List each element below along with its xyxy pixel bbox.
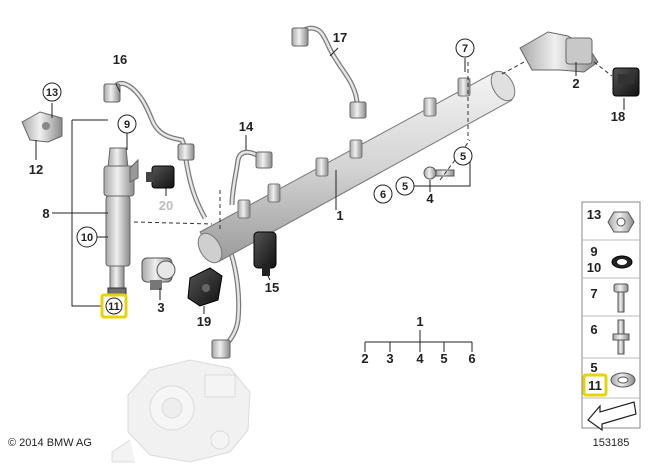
image-number: 153185 [593,437,630,449]
callout-14: 14 [239,119,254,134]
tree-child-4: 4 [416,351,424,366]
legend-11-highlight [582,373,608,397]
fuel-line-14 [229,149,264,206]
pressure-sensor [519,31,599,73]
callout-8: 8 [42,206,49,221]
callout-circle-6 [373,184,393,204]
copyright-text: © 2014 BMW AG [8,437,92,449]
legend-6: 6 [590,322,597,337]
tree-child-6: 6 [468,351,475,366]
legend-7: 7 [590,286,597,301]
callout-13: 13 [46,87,58,99]
callout-6: 6 [380,189,386,201]
bolt-4 [423,166,455,180]
callout-18: 18 [611,109,625,124]
callout-3: 3 [157,300,164,315]
tree-child-2: 2 [361,351,368,366]
line-fittings [103,27,367,359]
fuel-line-pump [220,244,242,352]
callout-circle-13 [42,82,62,102]
callout-20: 20 [159,198,173,213]
legend-bolt-icon [613,283,629,313]
legend-panel: 13 9 10 7 6 5 11 [581,201,641,432]
callout-11: 11 [108,301,120,313]
callout-2: 2 [572,76,579,91]
tree-child-5: 5 [440,351,447,366]
legend-13: 13 [587,207,601,222]
injector-seal-ring [107,287,127,295]
callout-10: 10 [81,232,93,244]
bush-15 [253,231,277,276]
legend-10: 10 [587,260,601,275]
bracket-19 [187,267,223,307]
callout-4: 4 [426,191,434,206]
legend-9: 9 [590,244,597,259]
callout-5a: 5 [460,151,466,163]
callout-15: 15 [265,280,279,295]
holding-bracket [21,111,63,143]
callout-labels: 13 9 10 7 5 5 6 11 16 17 2 18 12 14 8 20… [29,30,625,329]
legend-washer-icon [610,372,636,388]
callout-17: 17 [333,30,347,45]
injector [103,147,139,291]
fuel-line-17 [297,25,361,109]
tree-child-3: 3 [386,351,393,366]
legend-11: 11 [588,378,602,393]
high-pressure-pump [111,359,251,463]
callout-12: 12 [29,162,43,177]
tree-root-1: 1 [416,314,423,329]
common-rail [197,70,516,264]
legend-stud-icon [612,319,630,355]
callout-19: 19 [197,314,211,329]
plug-connector [612,67,640,97]
callout-circle-5b [395,176,415,196]
assembly-tree: 1 2 3 4 5 6 [361,314,475,366]
callout-circle-10 [76,226,98,248]
callout-circle-9 [117,114,137,134]
callout-circle-11 [105,297,123,315]
callout-7: 7 [462,43,468,55]
callout-9: 9 [124,119,130,131]
legend-5: 5 [590,360,597,375]
callout-1: 1 [336,208,343,223]
leader-lines [35,47,625,314]
arrow-symbol-icon [587,401,637,432]
callout-16: 16 [113,52,127,67]
clip-20 [146,165,175,189]
callout-5b: 5 [402,181,408,193]
legend-o-ring-icon [611,255,633,269]
legend-nut-icon [607,211,635,233]
sensor-3 [141,257,176,290]
callout-circle-7 [455,38,475,58]
callout-circle-5a [453,146,473,166]
